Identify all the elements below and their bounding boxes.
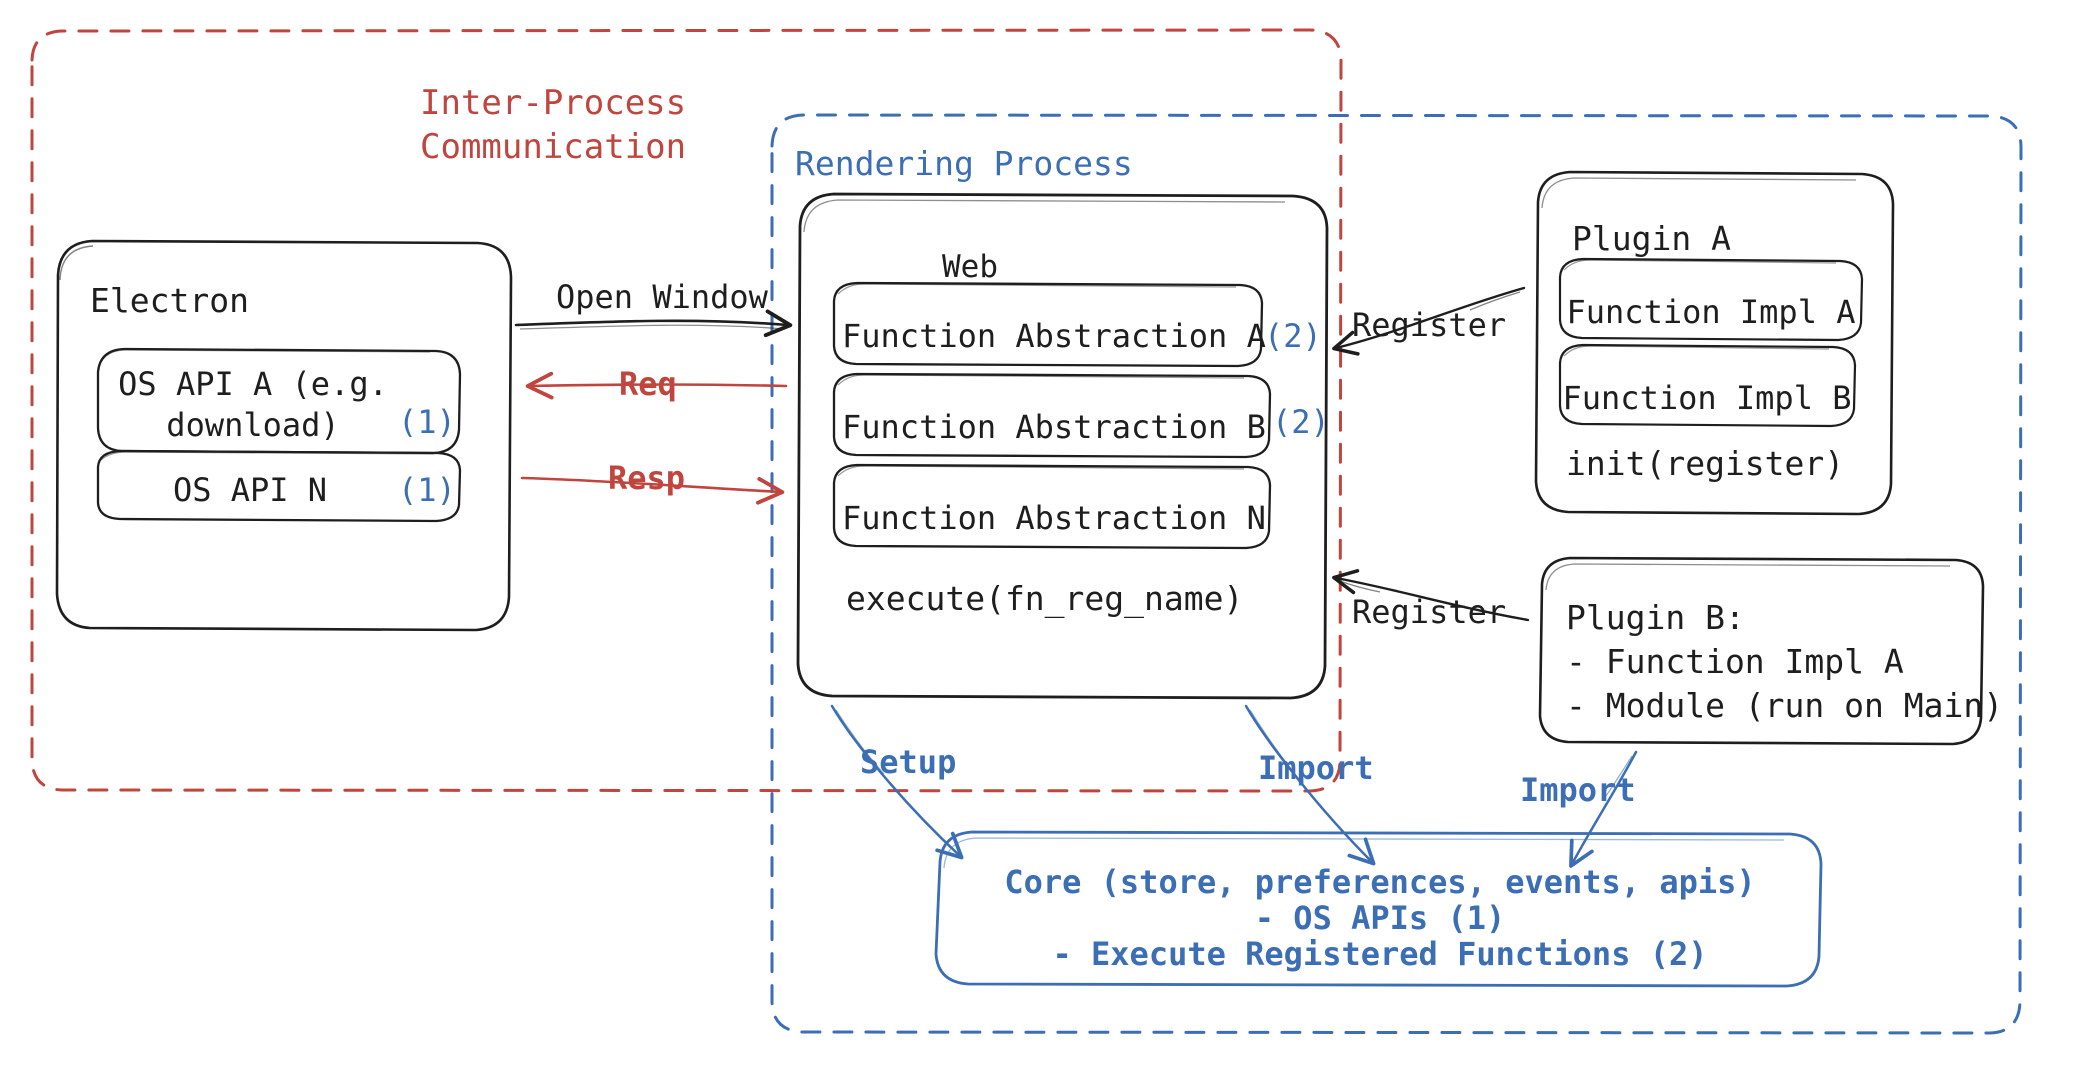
core-title: Core (store, preferences, events, apis) bbox=[1004, 863, 1756, 901]
edge-label-open-window: Open Window bbox=[556, 278, 768, 316]
edge-register-plugin-b bbox=[1332, 569, 1530, 622]
function-impl-b-label: Function Impl B bbox=[1562, 379, 1852, 417]
os-api-n-badge: (1) bbox=[398, 471, 456, 509]
function-abstraction-b-box bbox=[832, 372, 1272, 459]
plugin-a-footer-init: init(register) bbox=[1566, 444, 1845, 483]
core-item-execute-registered-functions: - Execute Registered Functions (2) bbox=[1052, 935, 1708, 973]
edge-open-window bbox=[514, 309, 793, 338]
os-api-a-label: OS API A (e.g. download) bbox=[118, 365, 388, 444]
function-abstraction-n-label: Function Abstraction N bbox=[842, 499, 1266, 537]
function-impl-a-label: Function Impl A bbox=[1566, 293, 1856, 331]
function-abstraction-a-box bbox=[832, 281, 1264, 368]
function-abstraction-a-label: Function Abstraction A bbox=[842, 317, 1266, 355]
core-item-os-apis: - OS APIs (1) bbox=[1254, 899, 1506, 937]
web-footer-execute: execute(fn_reg_name) bbox=[846, 579, 1244, 618]
os-api-n-box bbox=[96, 449, 462, 523]
plugin-a-title: Plugin A bbox=[1572, 219, 1731, 258]
function-abstraction-n-box bbox=[832, 463, 1272, 550]
function-impl-b-box bbox=[1558, 343, 1857, 428]
edge-req bbox=[525, 371, 788, 400]
function-abstraction-a-badge: (2) bbox=[1264, 317, 1322, 355]
os-api-a-box bbox=[96, 347, 462, 455]
web-title: Web bbox=[942, 249, 998, 285]
electron-title: Electron bbox=[90, 281, 249, 320]
region-ipc-boundary bbox=[30, 28, 1343, 793]
edge-label-import-web: Import bbox=[1258, 749, 1374, 787]
function-abstraction-b-label: Function Abstraction B bbox=[842, 408, 1266, 446]
function-abstraction-b-badge: (2) bbox=[1272, 403, 1330, 441]
edge-label-setup: Setup bbox=[860, 743, 957, 781]
edge-import-plugin-b bbox=[1569, 750, 1638, 868]
plugin-a-box bbox=[1534, 170, 1895, 516]
edge-setup bbox=[830, 704, 964, 860]
edge-label-resp: Resp bbox=[608, 459, 686, 497]
edge-register-plugin-a bbox=[1332, 286, 1526, 356]
plugin-b-item-module: - Module (run on Main) bbox=[1566, 686, 2004, 725]
plugin-b-box bbox=[1538, 556, 1985, 746]
edge-label-req: Req bbox=[619, 365, 677, 403]
edge-label-register-plugin-b: Register bbox=[1352, 593, 1507, 631]
edge-import-web bbox=[1244, 704, 1376, 866]
os-api-n-label: OS API N bbox=[172, 471, 328, 509]
edge-label-import-plugin-b: Import bbox=[1520, 771, 1636, 809]
plugin-b-item-function-impl-a: - Function Impl A bbox=[1566, 642, 1904, 681]
function-impl-a-box bbox=[1558, 257, 1864, 342]
region-label-ipc: Inter-Process Communication bbox=[420, 83, 687, 167]
region-label-rendering-process: Rendering Process bbox=[795, 144, 1133, 183]
region-rendering-boundary bbox=[770, 113, 2023, 1035]
plugin-b-title: Plugin B: bbox=[1566, 598, 1745, 637]
edge-resp bbox=[520, 476, 785, 505]
os-api-a-badge: (1) bbox=[398, 403, 456, 441]
edge-label-register-plugin-a: Register bbox=[1352, 306, 1507, 344]
